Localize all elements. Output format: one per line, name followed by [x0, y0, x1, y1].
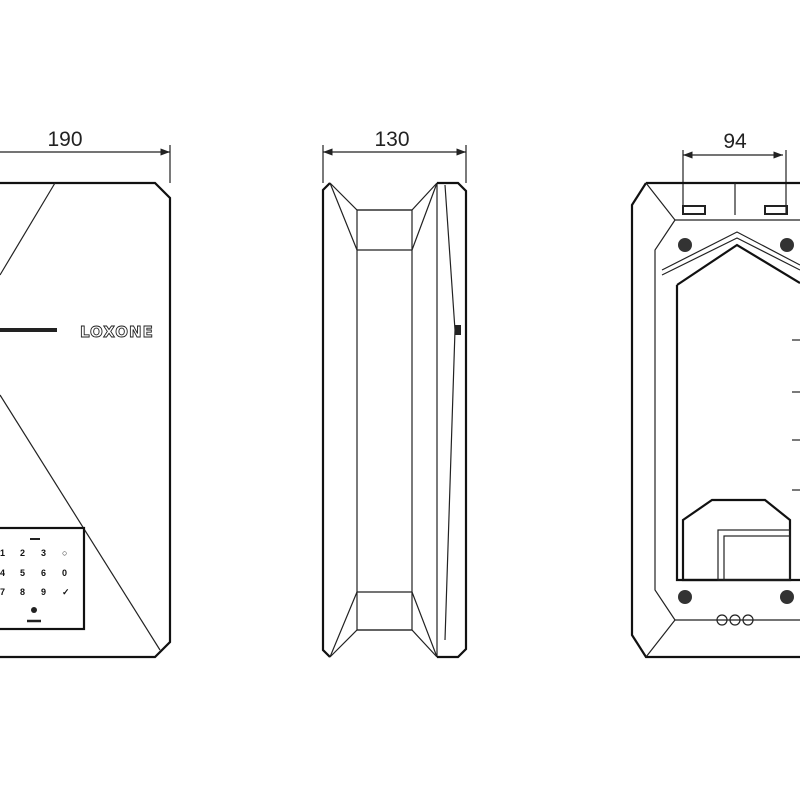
front-view: 190 LOXONE 1 2 3 ○ 4 5 6 0 7 8 9 ✓: [0, 128, 172, 659]
screw-icon: [678, 238, 692, 252]
loxone-logo: LOXONE: [80, 323, 154, 341]
key-4[interactable]: 4: [0, 568, 5, 578]
key-9[interactable]: 9: [41, 587, 46, 597]
mounting-clip: [682, 205, 706, 215]
side-view: 130: [321, 128, 468, 659]
key-6[interactable]: 6: [41, 568, 46, 578]
screw-icon: [780, 590, 794, 604]
key-8[interactable]: 8: [20, 587, 25, 597]
nfc-icon: [31, 607, 37, 613]
key-confirm[interactable]: ✓: [62, 587, 70, 597]
key-7[interactable]: 7: [0, 587, 5, 597]
back-view: 94: [630, 130, 800, 659]
side-width-dimension: 130: [322, 128, 467, 183]
back-dimension-label: 94: [723, 130, 747, 153]
screw-icon: [678, 590, 692, 604]
key-bell[interactable]: ○: [62, 548, 67, 558]
key-2[interactable]: 2: [20, 548, 25, 558]
front-dimension-label: 190: [47, 128, 82, 151]
screw-icon: [780, 238, 794, 252]
key-5[interactable]: 5: [20, 568, 25, 578]
front-width-dimension: 190: [0, 128, 171, 183]
key-0[interactable]: 0: [62, 568, 67, 578]
front-housing-outline: [0, 181, 172, 659]
keypad: 1 2 3 ○ 4 5 6 0 7 8 9 ✓: [0, 526, 86, 631]
key-3[interactable]: 3: [41, 548, 46, 558]
key-1[interactable]: 1: [0, 548, 5, 558]
mounting-clip: [764, 205, 788, 215]
side-dimension-label: 130: [374, 128, 409, 151]
side-connector: [455, 325, 461, 335]
